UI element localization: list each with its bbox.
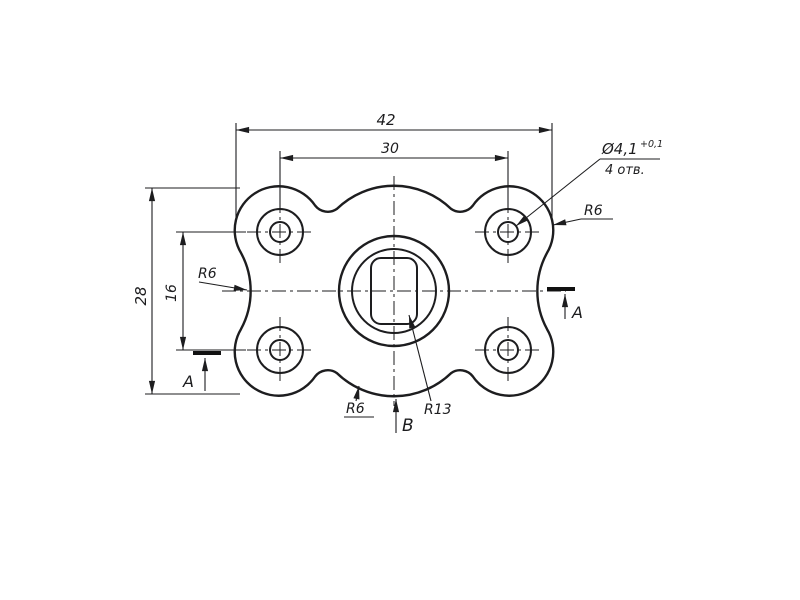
- dim-overall-height: 28: [132, 187, 240, 395]
- dim-bolt-spacing-v: 16: [164, 231, 246, 351]
- radius-callout-bottom: R6: [344, 385, 374, 418]
- dim-bolt-spacing-h: 30: [279, 141, 509, 210]
- hole-bl-bore: [269, 339, 291, 361]
- hole-br-counterbore: [484, 326, 532, 374]
- square-hole: [370, 257, 418, 325]
- hole-diameter-callout: Ø4,1 +0,1 4 отв.: [515, 139, 663, 227]
- dim30-value: 30: [381, 141, 399, 157]
- r13-value: R13: [424, 402, 452, 418]
- radius-callout-center: R13: [408, 314, 452, 418]
- hole-tr-bore: [497, 221, 519, 243]
- central-boss: [337, 234, 451, 348]
- dim28-value: 28: [132, 286, 150, 305]
- hole-callout-leader: [515, 158, 601, 227]
- section-a-right-letter: A: [571, 303, 583, 322]
- radius-callout-left: R6: [198, 266, 248, 291]
- boss-inner-circle: [351, 248, 437, 334]
- hole-tl-bore: [269, 221, 291, 243]
- dim42-value: 42: [376, 111, 395, 129]
- section-a-bottom-left: A: [182, 351, 221, 391]
- r6-bottom-value: R6: [346, 401, 365, 417]
- r6-left-value: R6: [198, 266, 217, 282]
- view-b-marker: B: [392, 399, 414, 436]
- hole-tolerance-value: +0,1: [640, 139, 663, 150]
- radius-callout-top-right: R6: [552, 203, 613, 226]
- part-outline: [233, 184, 555, 398]
- r6-bottom-leader: [353, 385, 360, 402]
- hole-bl-counterbore: [256, 326, 304, 374]
- hole-br-bore: [497, 339, 519, 361]
- dim-overall-width: 42: [235, 111, 553, 222]
- hole-count-note: 4 отв.: [605, 163, 645, 178]
- r13-leader: [408, 314, 432, 402]
- hole-diameter-value: Ø4,1: [601, 140, 638, 158]
- r6-tr-value: R6: [584, 203, 603, 219]
- view-b-letter: B: [402, 416, 414, 436]
- section-a-right: A: [547, 287, 583, 322]
- section-a-left-letter: A: [182, 372, 194, 391]
- r6-tr-leader: [552, 218, 582, 226]
- r6-left-leader: [198, 281, 248, 291]
- dim16-value: 16: [164, 284, 180, 302]
- boss-outer-circle: [337, 234, 451, 348]
